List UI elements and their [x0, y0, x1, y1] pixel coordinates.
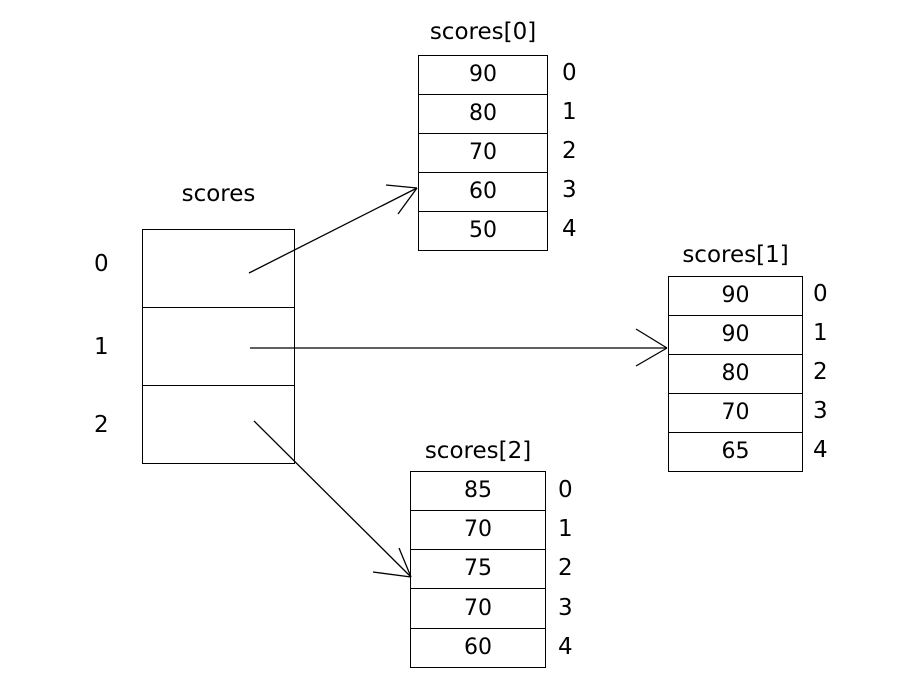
- inner-array-2-index-0: 0: [558, 477, 573, 503]
- inner-array-2-index-4: 4: [558, 634, 573, 660]
- outer-array-index-0: 0: [94, 251, 109, 277]
- arrow-scores-1: [250, 328, 668, 367]
- inner-array-2-cell-2[interactable]: 75: [411, 550, 545, 589]
- inner-array-2-cell-1[interactable]: 70: [411, 511, 545, 550]
- inner-array-0-index-2: 2: [562, 138, 577, 164]
- inner-array-1-cell-4[interactable]: 65: [721, 439, 750, 464]
- inner-array-1-cell-3[interactable]: 70: [669, 394, 802, 433]
- outer-array-cell-0[interactable]: [143, 230, 294, 308]
- inner-array-0-cell-4[interactable]: 50: [469, 218, 497, 243]
- inner-array-2-index-1: 1: [558, 516, 573, 542]
- inner-array-1-box: 90 90 80 70 65: [668, 276, 803, 472]
- inner-array-2-cell-4[interactable]: 60: [464, 635, 492, 660]
- inner-array-0-cell-3[interactable]: 60: [419, 173, 547, 212]
- inner-array-2-box: 85 70 75 70 60: [410, 471, 546, 668]
- outer-array-index-1: 1: [94, 334, 109, 360]
- inner-array-1-cell-1[interactable]: 90: [669, 316, 802, 355]
- inner-array-0-index-1: 1: [562, 99, 577, 125]
- inner-array-1-index-0: 0: [813, 281, 828, 307]
- inner-array-0-index-4: 4: [562, 216, 577, 242]
- inner-array-0-index-0: 0: [562, 60, 577, 86]
- outer-array-cell-1[interactable]: [143, 308, 294, 386]
- inner-array-0-cell-2[interactable]: 70: [419, 134, 547, 173]
- inner-array-1-cell-2[interactable]: 80: [669, 355, 802, 394]
- inner-array-0-box: 90 80 70 60 50: [418, 55, 548, 251]
- inner-array-1-index-3: 3: [813, 398, 828, 424]
- inner-array-1-cell-0[interactable]: 90: [669, 277, 802, 316]
- inner-array-2-index-3: 3: [558, 595, 573, 621]
- inner-array-0-title: scores[0]: [429, 19, 537, 45]
- outer-array-title: scores: [181, 181, 256, 207]
- inner-array-2-cell-3[interactable]: 70: [411, 589, 545, 629]
- inner-array-1-title: scores[1]: [682, 242, 789, 268]
- inner-array-0-cell-1[interactable]: 80: [419, 95, 547, 134]
- inner-array-2-cell-0[interactable]: 85: [411, 472, 545, 511]
- inner-array-0-index-3: 3: [562, 177, 577, 203]
- outer-array-box: [142, 229, 295, 464]
- outer-array-cell-2[interactable]: [143, 386, 294, 463]
- inner-array-1-index-1: 1: [813, 320, 828, 346]
- inner-array-2-index-2: 2: [558, 555, 573, 581]
- inner-array-1-index-2: 2: [813, 359, 828, 385]
- inner-array-0-cell-0[interactable]: 90: [419, 56, 547, 95]
- outer-array-index-2: 2: [94, 412, 109, 438]
- inner-array-1-index-4: 4: [813, 437, 828, 463]
- inner-array-2-title: scores[2]: [424, 438, 532, 464]
